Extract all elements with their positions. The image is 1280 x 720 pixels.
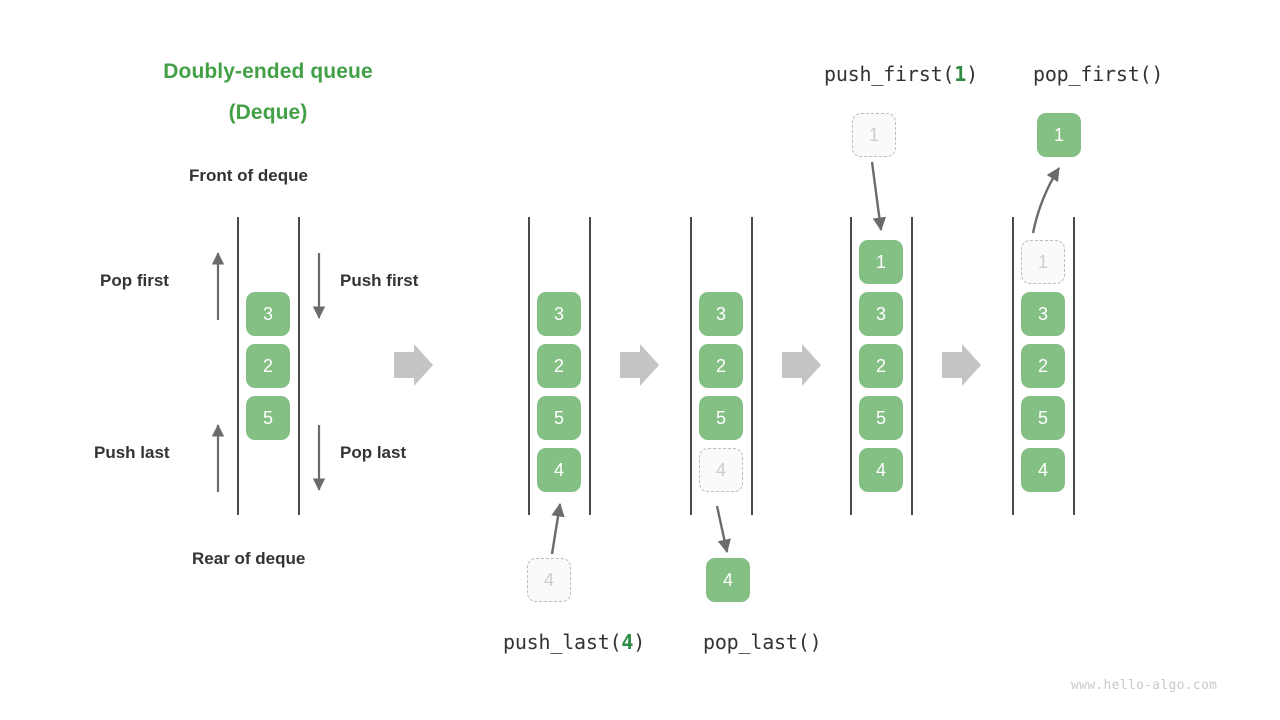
rail-left-col-0 xyxy=(237,217,239,515)
pop-first-op-name: pop_first( xyxy=(1033,62,1152,86)
pop-first-label: Pop first xyxy=(100,271,169,290)
pop-first-op-close: ) xyxy=(1151,62,1164,86)
deque-item: 1 xyxy=(859,240,903,284)
push-last-source-box: 4 xyxy=(527,558,571,602)
push-first-label: Push first xyxy=(340,271,419,290)
deque-item: 2 xyxy=(699,344,743,388)
deque-item: 4 xyxy=(859,448,903,492)
push-last-op-name: push_last( xyxy=(503,630,622,654)
deque-item: 5 xyxy=(859,396,903,440)
pop-last-op-name: pop_last( xyxy=(703,630,810,654)
rail-right-col-4 xyxy=(1073,217,1075,515)
pop-last-flow-arrow xyxy=(715,505,731,553)
pop-first-flow-arrow xyxy=(1031,167,1061,234)
pop-first-operation-label: pop_first() xyxy=(1033,62,1163,86)
pop-last-label: Pop last xyxy=(340,443,407,462)
pop-last-result-box: 4 xyxy=(706,558,750,602)
deque-item: 2 xyxy=(246,344,290,388)
deque-item: 3 xyxy=(699,292,743,336)
pop-last-op-close: ) xyxy=(809,630,822,654)
rail-right-col-2 xyxy=(751,217,753,515)
rail-left-col-2 xyxy=(690,217,692,515)
deque-item-ghost: 1 xyxy=(1021,240,1065,284)
pop-last-operation-label: pop_last() xyxy=(703,630,822,654)
page-title-line1: Doubly-ended queue xyxy=(163,60,373,83)
deque-item: 3 xyxy=(1021,292,1065,336)
deque-item: 4 xyxy=(537,448,581,492)
deque-item: 3 xyxy=(537,292,581,336)
push-last-operation-label: push_last(4) xyxy=(503,630,645,654)
deque-item: 4 xyxy=(1021,448,1065,492)
push-last-op-close: ) xyxy=(633,630,646,654)
rail-left-col-3 xyxy=(850,217,852,515)
rail-right-col-1 xyxy=(589,217,591,515)
deque-item: 5 xyxy=(537,396,581,440)
deque-item: 5 xyxy=(699,396,743,440)
push-first-op-close: ) xyxy=(966,62,978,86)
push-first-op-name: push_first( xyxy=(824,62,955,86)
deque-item: 2 xyxy=(1021,344,1065,388)
deque-item: 2 xyxy=(859,344,903,388)
deque-item: 3 xyxy=(859,292,903,336)
deque-item: 5 xyxy=(1021,396,1065,440)
rail-right-col-0 xyxy=(298,217,300,515)
transition-arrow-1 xyxy=(394,344,433,386)
push-last-flow-arrow xyxy=(550,503,565,555)
rail-left-col-1 xyxy=(528,217,530,515)
rail-left-col-4 xyxy=(1012,217,1014,515)
pop-first-result-box: 1 xyxy=(1037,113,1081,157)
front-of-deque-label: Front of deque xyxy=(189,166,308,185)
rail-right-col-3 xyxy=(911,217,913,515)
push-last-op-arg: 4 xyxy=(621,630,634,654)
deque-item: 5 xyxy=(246,396,290,440)
push-first-op-arg: 1 xyxy=(954,62,967,86)
watermark: www.hello-algo.com xyxy=(1071,678,1218,693)
push-first-operation-label: push_first(1) xyxy=(824,62,978,86)
push-first-flow-arrow xyxy=(870,161,887,231)
deque-item: 2 xyxy=(537,344,581,388)
transition-arrow-2 xyxy=(620,344,659,386)
page-title-line2: (Deque) xyxy=(228,101,308,124)
transition-arrow-3 xyxy=(782,344,821,386)
push-last-label: Push last xyxy=(94,443,170,462)
transition-arrow-4 xyxy=(942,344,981,386)
deque-item: 3 xyxy=(246,292,290,336)
rear-of-deque-label: Rear of deque xyxy=(192,549,306,568)
deque-item-ghost: 4 xyxy=(699,448,743,492)
push-first-source-box: 1 xyxy=(852,113,896,157)
